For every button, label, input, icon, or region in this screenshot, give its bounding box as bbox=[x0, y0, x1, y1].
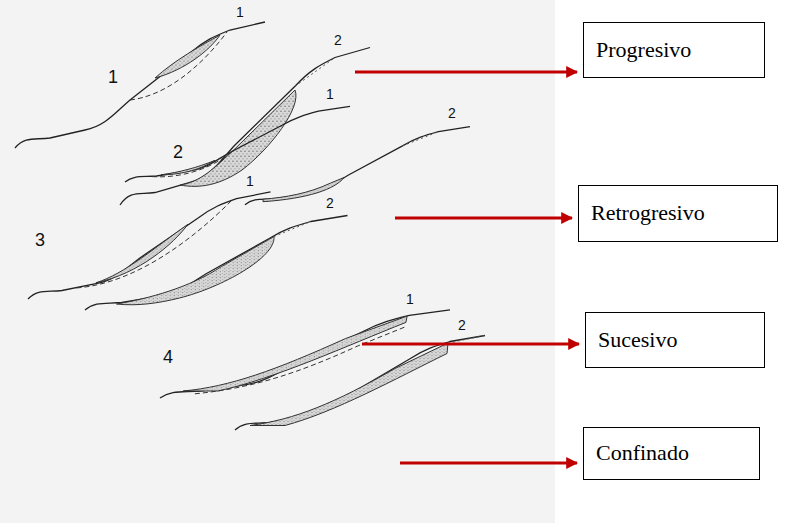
slope-profile bbox=[15, 22, 265, 148]
slope-profile bbox=[245, 127, 470, 205]
slope-profile bbox=[160, 310, 450, 398]
slope-profile bbox=[85, 216, 348, 311]
slope-profile bbox=[120, 48, 370, 206]
callout-number: 2 bbox=[334, 33, 342, 47]
pointer-arrow bbox=[362, 343, 579, 346]
pointer-arrow bbox=[395, 217, 572, 220]
callout-number: 1 bbox=[326, 87, 334, 101]
callout-number: 4 bbox=[163, 348, 173, 366]
type-box: Sucesivo bbox=[585, 312, 765, 368]
pointer-arrow bbox=[355, 71, 577, 74]
type-label: Progresivo bbox=[596, 38, 691, 62]
pointer-arrow bbox=[400, 462, 577, 465]
slope-profile bbox=[235, 336, 485, 431]
callout-number: 3 bbox=[35, 231, 45, 249]
type-label: Retrogresivo bbox=[591, 201, 705, 225]
type-box: Retrogresivo bbox=[578, 185, 778, 242]
type-box: Confinado bbox=[583, 427, 760, 480]
faded-background bbox=[0, 0, 555, 523]
slope-profile bbox=[125, 106, 350, 182]
callout-number: 2 bbox=[448, 106, 456, 120]
callout-number: 1 bbox=[246, 174, 254, 188]
type-box: Progresivo bbox=[583, 22, 765, 78]
callout-number: 2 bbox=[173, 143, 183, 161]
slope-profile bbox=[28, 192, 271, 299]
type-label: Confinado bbox=[596, 441, 689, 465]
callout-number: 1 bbox=[108, 68, 118, 86]
type-label: Sucesivo bbox=[598, 328, 677, 352]
callout-number: 2 bbox=[458, 318, 466, 332]
callout-number: 1 bbox=[236, 5, 244, 19]
callout-number: 1 bbox=[406, 292, 414, 306]
callout-number: 2 bbox=[326, 196, 334, 210]
